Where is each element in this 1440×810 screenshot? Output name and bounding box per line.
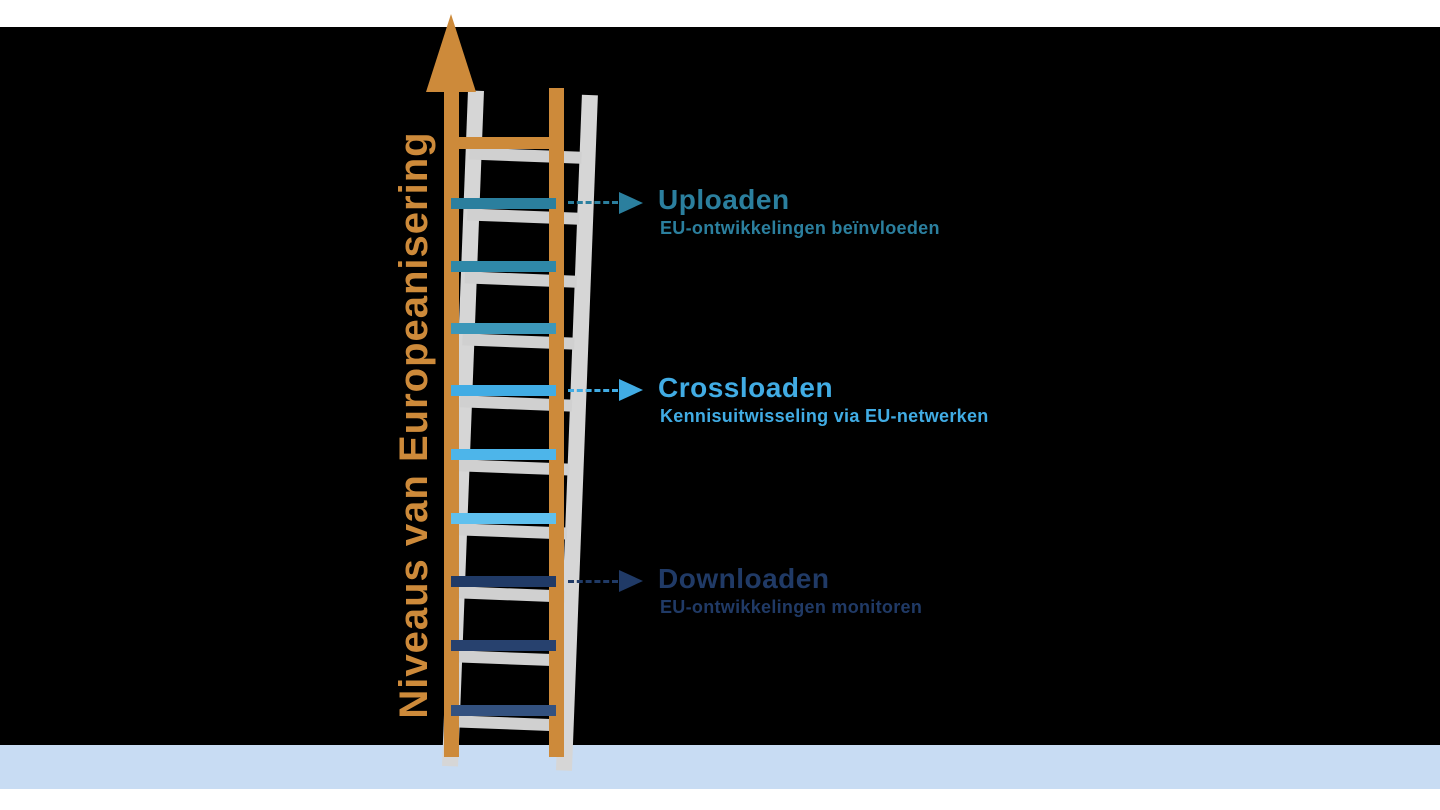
- level-title-uploaden: Uploaden: [658, 184, 790, 215]
- level-desc-uploaden: EU-ontwikkelingen beïnvloeden: [660, 218, 940, 238]
- shadow-rung: [469, 147, 582, 164]
- diagram-background: [0, 27, 1440, 745]
- ladder-rung-download-3: [451, 705, 556, 716]
- level-desc-downloaden: EU-ontwikkelingen monitoren: [660, 597, 923, 617]
- arrow-right-icon-downloaden: [619, 570, 643, 592]
- level-desc-crossloaden: Kennisuitwisseling via EU-netwerken: [660, 406, 989, 426]
- arrow-right-icon-crossloaden: [619, 379, 643, 401]
- ladder-rung-cross-1: [451, 385, 556, 396]
- ladder-rail-right: [549, 88, 564, 757]
- dashed-connector-uploaden: [568, 201, 618, 204]
- vertical-axis-title: Niveaus van Europeanisering: [392, 131, 436, 719]
- shadow-rung: [450, 650, 563, 667]
- ladder-rung-cross-3: [451, 513, 556, 524]
- level-title-crossloaden: Crossloaden: [658, 372, 834, 403]
- ground-band: [0, 745, 1440, 789]
- ladder-rung-upload-2: [451, 261, 556, 272]
- dashed-connector-crossloaden: [568, 389, 618, 392]
- ladder-rail-left: [444, 88, 459, 757]
- ladder-rung-upload-3: [451, 323, 556, 334]
- ladder-rung-download-2: [451, 640, 556, 651]
- ladder-rung-download-1: [451, 576, 556, 587]
- ladder-rung-upload-1: [451, 198, 556, 209]
- ladder-rung-cross-2: [451, 449, 556, 460]
- shadow-rung: [447, 715, 560, 732]
- arrow-right-icon-uploaden: [619, 192, 643, 214]
- arrow-up-icon: [426, 14, 476, 92]
- level-title-downloaden: Downloaden: [658, 563, 830, 594]
- dashed-connector-downloaden: [568, 580, 618, 583]
- ladder-top-rung: [444, 137, 564, 149]
- shadow-rung: [452, 586, 565, 603]
